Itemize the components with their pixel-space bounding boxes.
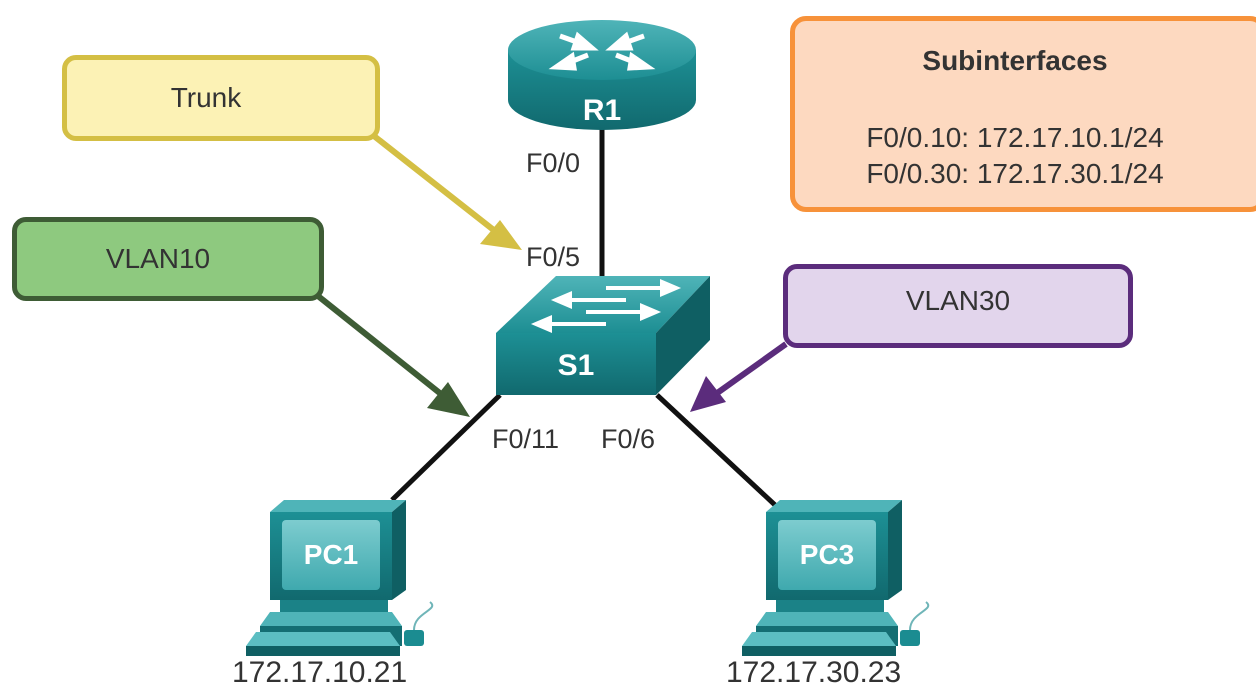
port-label-s1-f0-11: F0/11: [492, 424, 560, 454]
pc3-screen: [778, 520, 876, 590]
subinterfaces-title: Subinterfaces: [922, 45, 1108, 76]
subinterface-line: F0/0.10: 172.17.10.1/24: [866, 122, 1164, 153]
router-arrows-icon: [548, 31, 656, 71]
vlan10-callout-label: VLAN10: [105, 243, 211, 274]
switch-arrows-icon: [530, 278, 682, 334]
pc3-label: PC3: [800, 539, 854, 570]
link-s1-pc1: [390, 393, 502, 502]
link-s1-pc3: [655, 393, 777, 507]
trunk-callout-label: Trunk: [170, 82, 242, 113]
vlan30-arrow: [690, 341, 788, 412]
trunk-arrow: [372, 133, 522, 250]
pc1-mouse-icon: [404, 630, 424, 646]
subinterface-line: F0/0.30: 172.17.30.1/24: [866, 158, 1164, 189]
pc3-computer[interactable]: PC3: [742, 500, 930, 656]
router-r1[interactable]: R1: [508, 20, 696, 130]
port-label-s1-f0-5: F0/5: [526, 242, 581, 272]
pc1-ip-address: 172.17.10.21: [232, 656, 408, 689]
pc3-ip-address: 172.17.30.23: [726, 656, 902, 689]
router-label: R1: [583, 94, 621, 127]
port-label-r1-f0-0: F0/0: [526, 148, 581, 178]
pc3-mouse-icon: [900, 630, 920, 646]
switch-label: S1: [558, 349, 595, 382]
switch-s1[interactable]: S1: [496, 276, 710, 395]
pc1-screen: [282, 520, 380, 590]
pc1-label: PC1: [304, 539, 358, 570]
vlan30-callout: VLAN30: [783, 264, 1133, 348]
pc1-computer[interactable]: PC1: [246, 500, 434, 656]
vlan10-callout: VLAN10: [12, 217, 324, 301]
port-label-s1-f0-6: F0/6: [601, 424, 656, 454]
vlan30-callout-label: VLAN30: [905, 285, 1011, 316]
vlan10-arrow: [316, 293, 470, 417]
subinterfaces-box: Subinterfaces F0/0.10: 172.17.10.1/24 F0…: [790, 16, 1256, 212]
trunk-callout: Trunk: [62, 55, 380, 141]
